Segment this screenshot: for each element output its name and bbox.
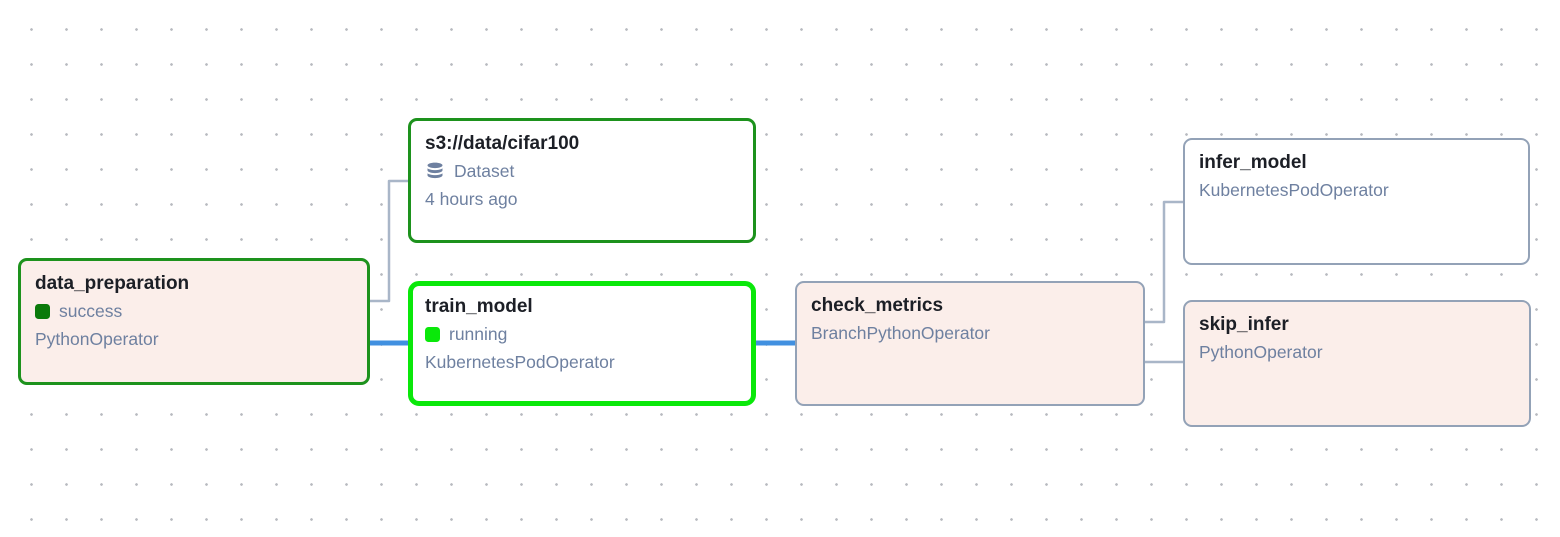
- node-title: s3://data/cifar100: [425, 133, 580, 154]
- node-operator: PythonOperator: [1199, 342, 1323, 362]
- node-dataset-s3-data-cifar100[interactable]: s3://data/cifar100 Dataset 4 hours ago: [408, 118, 756, 243]
- edge-check-metrics-to-infer-model: [1145, 200, 1183, 324]
- node-operator: KubernetesPodOperator: [1199, 180, 1389, 200]
- status-running-icon: [425, 326, 440, 342]
- node-operator: KubernetesPodOperator: [425, 352, 615, 372]
- database-icon: [425, 161, 445, 181]
- node-data-preparation[interactable]: data_preparation success PythonOperator: [18, 258, 370, 385]
- status-label: success: [59, 301, 123, 321]
- node-title: check_metrics: [811, 295, 944, 316]
- node-title: infer_model: [1199, 152, 1307, 173]
- node-infer-model[interactable]: infer_model KubernetesPodOperator: [1183, 138, 1530, 265]
- status-badge: success: [35, 297, 353, 325]
- node-check-metrics[interactable]: check_metrics BranchPythonOperator: [795, 281, 1145, 406]
- node-operator: PythonOperator: [35, 329, 159, 349]
- node-operator: BranchPythonOperator: [811, 323, 990, 343]
- status-label: running: [449, 324, 508, 344]
- node-train-model[interactable]: train_model running KubernetesPodOperato…: [408, 281, 756, 406]
- node-title: train_model: [425, 296, 533, 317]
- node-skip-infer[interactable]: skip_infer PythonOperator: [1183, 300, 1531, 427]
- status-success-icon: [35, 303, 50, 319]
- edge-data-preparation-to-dataset: [370, 179, 408, 303]
- dataset-type-label: Dataset: [454, 161, 515, 181]
- dataset-updated-meta: 4 hours ago: [425, 189, 518, 209]
- status-badge: running: [425, 320, 739, 348]
- node-title: skip_infer: [1199, 314, 1289, 335]
- dataset-type-row: Dataset: [425, 157, 739, 185]
- node-title: data_preparation: [35, 273, 190, 294]
